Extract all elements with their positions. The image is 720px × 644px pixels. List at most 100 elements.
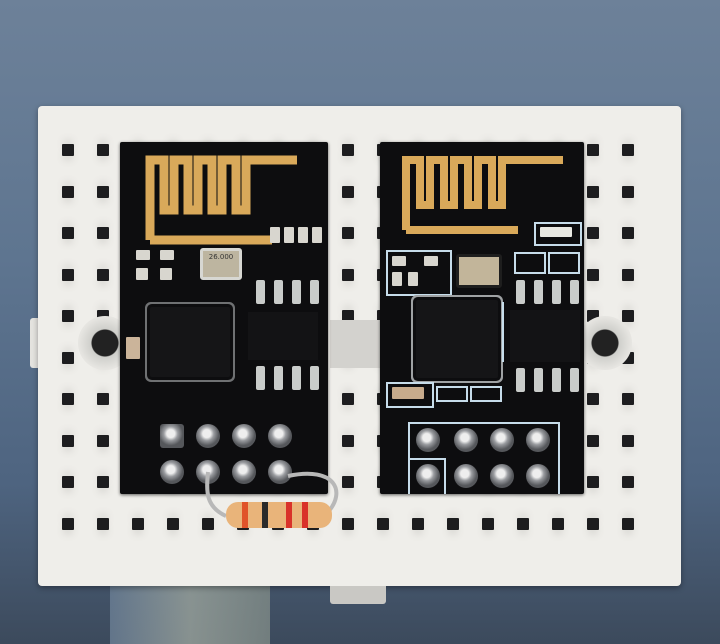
header-pin-2: [196, 424, 220, 448]
header-pin-1: [416, 428, 440, 452]
header-pin-3: [232, 424, 256, 448]
smd-component: [284, 227, 294, 243]
header-pin-8: [526, 464, 550, 488]
breadboard-hole: [587, 227, 599, 239]
breadboard-hole: [482, 517, 494, 530]
breadboard-hole: [62, 144, 74, 156]
breadboard-hole: [62, 476, 74, 488]
smd-component: [160, 268, 172, 280]
silkscreen-outline: [436, 386, 468, 402]
breadboard-hole: [622, 517, 634, 530]
silkscreen-outline: [502, 302, 504, 362]
smd-component: [392, 272, 402, 286]
breadboard-hole: [62, 434, 74, 447]
header-pin-4: [268, 424, 292, 448]
flash-pin: [516, 368, 525, 392]
flash-pin: [256, 366, 265, 390]
smd-component: [392, 256, 406, 266]
flash-pin: [534, 368, 543, 392]
flash-pin: [570, 280, 579, 304]
silkscreen-outline: [548, 252, 580, 274]
breadboard-hole: [97, 185, 109, 198]
crystal-oscillator: [456, 254, 502, 288]
header-pin-6: [454, 464, 478, 488]
breadboard-hole: [202, 517, 214, 530]
header-pin-3: [490, 428, 514, 452]
smd-capacitor: [126, 337, 140, 359]
silkscreen-outline: [514, 252, 546, 274]
breadboard-hole: [587, 434, 599, 447]
breadboard-hole: [587, 185, 599, 198]
flash-pin: [552, 368, 561, 392]
flash-pin: [534, 280, 543, 304]
pcb-antenna-icon: [402, 156, 563, 234]
flash-pin: [552, 280, 561, 304]
background-reflection: [110, 586, 270, 644]
breadboard-hole: [342, 310, 354, 322]
breadboard-center-channel: [330, 320, 380, 368]
breadboard-hole: [622, 227, 634, 239]
breadboard-hole: [622, 393, 634, 405]
esp8266-chip: [416, 300, 498, 378]
breadboard-hole: [342, 144, 354, 156]
smd-component: [408, 272, 418, 286]
breadboard-hole: [97, 268, 109, 281]
header-pin-4: [526, 428, 550, 452]
breadboard-hole: [622, 476, 634, 488]
flash-memory-chip: [248, 312, 318, 360]
breadboard-bottom-tab: [330, 586, 386, 604]
mount-hole-right: [578, 316, 632, 370]
breadboard-hole: [62, 517, 74, 530]
breadboard-hole: [552, 517, 564, 530]
breadboard-hole: [97, 476, 109, 488]
header-pin-5: [160, 460, 184, 484]
pin1-silkscreen-marker: [408, 458, 446, 494]
breadboard-hole: [342, 476, 354, 488]
smd-component: [298, 227, 308, 243]
breadboard-hole: [97, 517, 109, 530]
flash-pin: [274, 280, 283, 304]
breadboard-hole: [587, 393, 599, 405]
breadboard-hole: [62, 310, 74, 322]
smd-component: [424, 256, 438, 266]
smd-component: [136, 250, 150, 260]
flash-pin: [310, 280, 319, 304]
breadboard-hole: [587, 144, 599, 156]
silkscreen-outline: [534, 222, 582, 246]
pcb-antenna-icon: [145, 155, 297, 245]
breadboard-hole: [342, 185, 354, 198]
breadboard-side-tab: [30, 318, 40, 368]
flash-pin: [570, 368, 579, 392]
breadboard-hole: [62, 185, 74, 198]
breadboard-hole: [97, 393, 109, 405]
flash-pin: [292, 366, 301, 390]
flash-pin: [310, 366, 319, 390]
esp8266-chip: [150, 307, 230, 377]
header-pin-2: [454, 428, 478, 452]
breadboard-hole: [97, 144, 109, 156]
silkscreen-outline: [386, 250, 452, 296]
breadboard-hole: [62, 393, 74, 405]
breadboard-hole: [342, 434, 354, 447]
breadboard-hole: [342, 268, 354, 281]
breadboard-hole: [342, 393, 354, 405]
breadboard-hole: [622, 310, 634, 322]
flash-pin: [256, 280, 265, 304]
smd-component: [312, 227, 322, 243]
resistor: [205, 471, 339, 528]
header-pin-5: [416, 464, 440, 488]
breadboard-hole: [132, 517, 144, 530]
header-pin-8: [268, 460, 292, 484]
silkscreen-outline: [470, 386, 502, 402]
smd-capacitor: [392, 387, 424, 399]
flash-pin: [292, 280, 301, 304]
breadboard-hole: [517, 517, 529, 530]
breadboard-hole: [167, 517, 179, 530]
esp01-module-left: 26.000: [120, 142, 328, 494]
breadboard-hole: [622, 434, 634, 447]
breadboard-hole: [622, 268, 634, 281]
breadboard-hole: [587, 476, 599, 488]
breadboard-hole: [622, 144, 634, 156]
breadboard-hole: [377, 517, 389, 530]
breadboard-hole: [447, 517, 459, 530]
